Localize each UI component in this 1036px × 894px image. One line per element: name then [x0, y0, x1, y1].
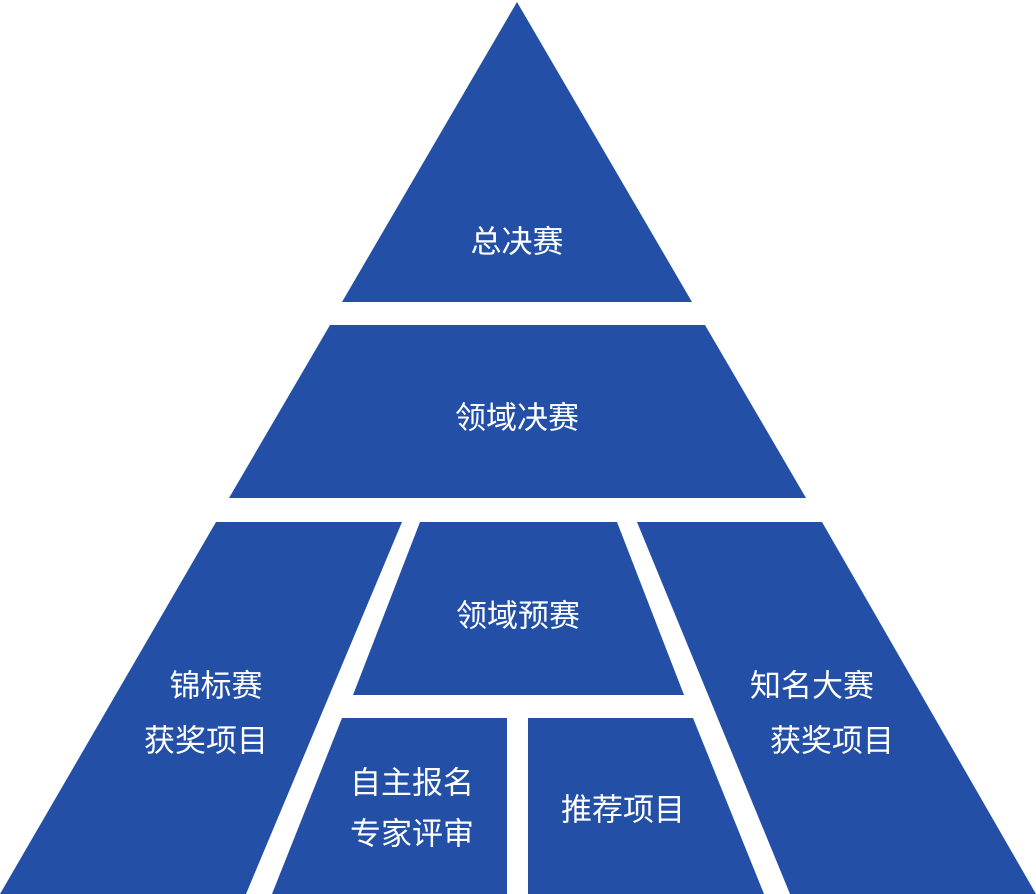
tier-famous-contest-awards-block	[637, 522, 1036, 894]
tier-self-registration-block	[272, 718, 507, 894]
arrow-up-icon	[292, 499, 322, 522]
tier-championship-awards-block	[0, 522, 402, 894]
tier-self-registration-line2: 专家评审	[350, 817, 474, 853]
tier-final-block	[342, 2, 692, 302]
tier-famous-contest-awards-line2: 获奖项目	[770, 724, 894, 760]
arrow-up-icon	[712, 499, 742, 522]
tier-famous-contest-awards-line1: 知名大赛	[750, 669, 874, 705]
tier-domain-prelim-block	[353, 522, 684, 695]
tier-domain-final-block	[229, 325, 806, 498]
tier-recommended-block	[528, 718, 764, 894]
arrow-up-icon	[405, 695, 435, 718]
tier-domain-prelim-label: 领域预赛	[456, 599, 580, 635]
tier-championship-awards-line1: 锦标赛	[170, 669, 263, 705]
tier-self-registration-line1: 自主报名	[350, 766, 474, 802]
tier-recommended-label: 推荐项目	[561, 793, 685, 829]
tier-championship-awards-line2: 获奖项目	[144, 724, 268, 760]
arrow-up-icon	[502, 302, 532, 325]
arrow-up-icon	[597, 695, 627, 718]
tier-final-label: 总决赛	[471, 225, 564, 261]
arrow-up-icon	[502, 499, 532, 522]
tier-domain-final-label: 领域决赛	[455, 401, 579, 437]
